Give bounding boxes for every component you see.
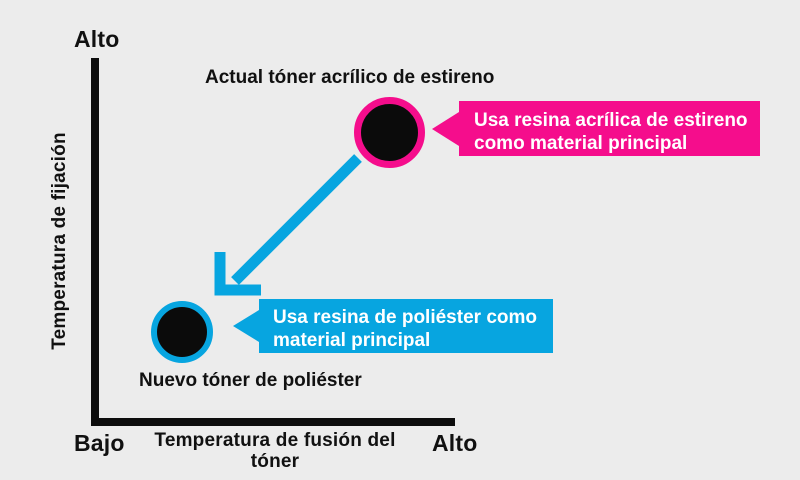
arrow-shaft [231,154,362,285]
callout-current-toner: Usa resina acrílica de estireno como mat… [432,101,760,156]
callout-current-toner-text: Usa resina acrílica de estireno como mat… [474,110,748,155]
improvement-trend-arrow [214,154,362,296]
data-point-current-toner[interactable] [354,97,425,168]
y-axis-title: Temperatura de fijación [49,132,70,350]
callout-tail-icon [432,111,459,146]
data-point-new-toner[interactable] [151,301,213,363]
x-axis-high-label: Alto [432,430,478,456]
y-axis-line [91,58,99,426]
callout-new-toner-text: Usa resina de poliéster como material pr… [273,307,537,352]
x-axis-low-label: Bajo [74,430,125,456]
x-axis-title: Temperatura de fusión del tóner [154,430,396,473]
callout-new-toner: Usa resina de poliéster como material pr… [233,299,553,353]
y-axis-high-label: Alto [74,26,120,52]
arrow-head [214,252,261,296]
x-axis-line [91,418,455,426]
callout-tail-icon [233,310,259,342]
data-point-new-toner-caption: Nuevo tóner de poliéster [139,370,362,391]
data-point-current-toner-caption: Actual tóner acrílico de estireno [205,67,495,88]
